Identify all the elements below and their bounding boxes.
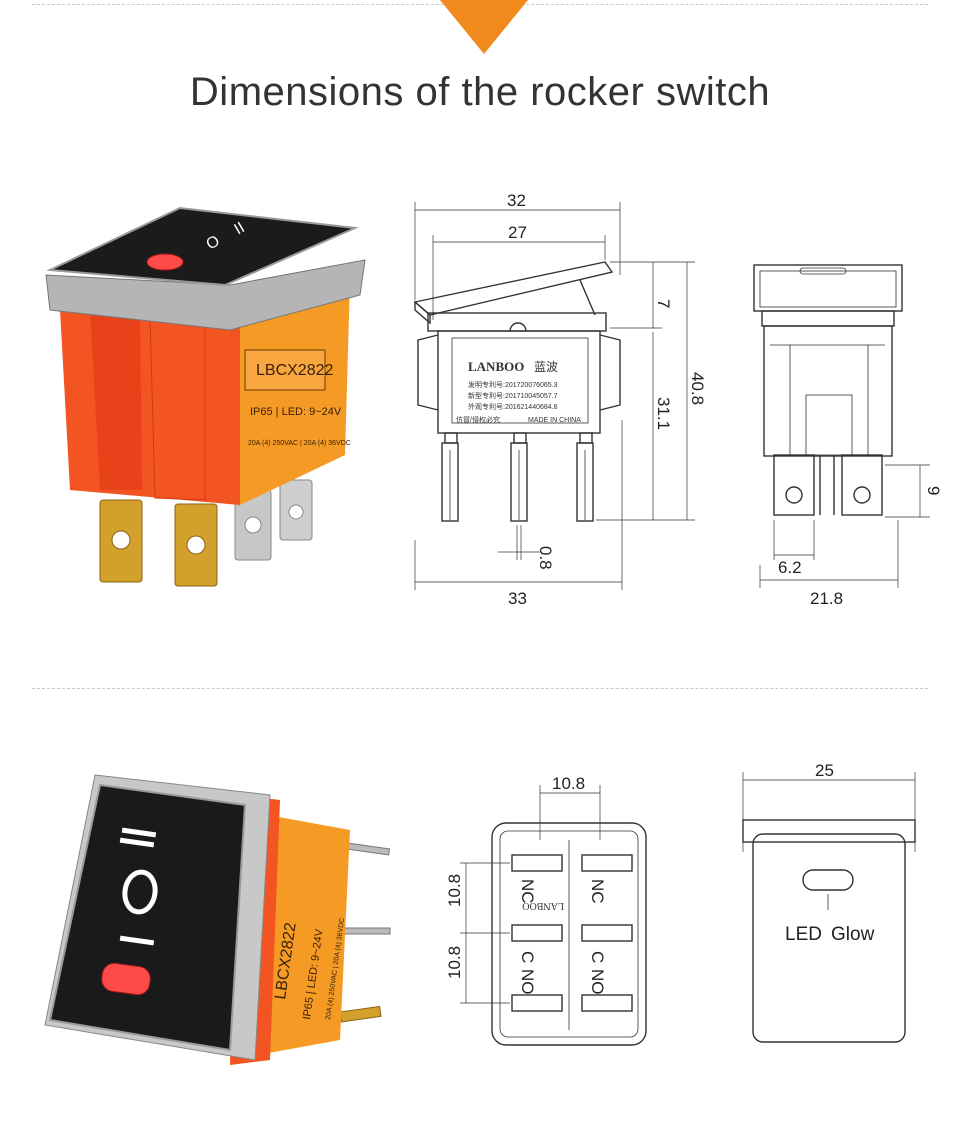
dim-rocker-width: 27: [508, 223, 527, 242]
dim-row-spacing-top: 10.8: [445, 874, 464, 907]
dim-terminal-width: 6.2: [778, 558, 802, 577]
top-view-drawing: 25 LED Glow: [742, 761, 916, 1043]
dim-total-height: 40.8: [688, 372, 707, 405]
dim-terminal-height: 9: [924, 486, 943, 495]
photo-model-label: LBCX2822: [256, 362, 333, 379]
dim-body-width: 21.8: [810, 589, 843, 608]
photo-rating-2: 20A (4) 250VAC | 20A (4) 36VDC: [248, 440, 351, 447]
patent-line-3: 外观专利号:201621440684.8: [468, 402, 558, 411]
bottom-brand: LANBOO: [522, 900, 564, 911]
arrow-down-icon: [440, 0, 528, 54]
side-view-drawing: 9 6.2 21.8: [753, 264, 943, 608]
dim-row-spacing-bottom: 10.8: [445, 946, 464, 979]
front-brand-cn: 蓝波: [534, 360, 558, 374]
label-nc-right: NC: [588, 879, 607, 904]
label-no-right: NO: [588, 969, 607, 995]
dim-rocker-height: 7: [654, 299, 673, 308]
switch-photo-top: LBCX2822 IP65 | LED: 9~24V 20A (4) 250VA…: [45, 206, 366, 587]
front-footer-right: MADE IN CHINA: [528, 417, 581, 424]
switch-photo-bottom: LBCX2822 IP65 | LED: 9~24V 20A (4) 250VA…: [44, 774, 391, 1065]
patent-line-1: 发明专利号:201720076065.3: [468, 380, 558, 389]
front-brand: LANBOO: [468, 359, 524, 374]
section-divider: [32, 688, 928, 689]
dim-top-width: 25: [815, 761, 834, 780]
bottom-view-drawing: 10.8 NC NC C C NO NO LANBOO 10.8 10.8: [445, 774, 647, 1046]
front-footer-left: 仿冒/侵权必究: [456, 415, 500, 424]
front-view-drawing: 32 27 LANBOO 蓝波 发明专利号:201720076065.3 新型专…: [413, 191, 707, 608]
label-c-right: C: [588, 951, 607, 963]
label-c-left: C: [518, 951, 537, 963]
dim-body-height: 31.1: [654, 397, 673, 430]
dim-pin-width: 0.8: [536, 546, 555, 570]
dim-overall-width: 32: [507, 191, 526, 210]
label-no-left: NO: [518, 969, 537, 995]
led-label: LED: [785, 924, 822, 945]
label-nc-left: NC: [518, 879, 537, 904]
dim-pin-spacing: 10.8: [552, 774, 585, 793]
dim-base-width: 33: [508, 589, 527, 608]
patent-line-2: 新型专利号:201710045057.7: [468, 391, 558, 400]
glow-label: Glow: [831, 924, 875, 945]
photo-rating-1: IP65 | LED: 9~24V: [250, 406, 342, 418]
page-title: Dimensions of the rocker switch: [189, 70, 771, 114]
